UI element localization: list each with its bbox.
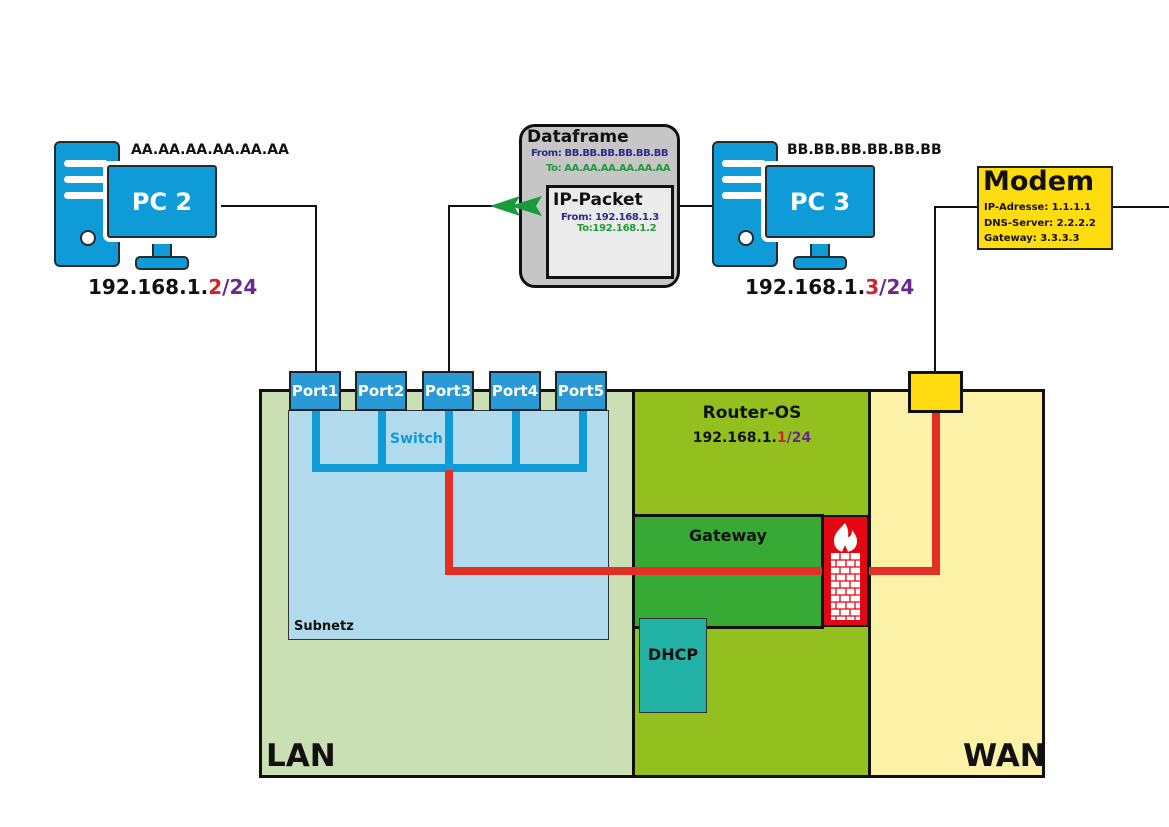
port-3[interactable]: Port3	[422, 371, 474, 411]
ip-packet-to: To:192.168.1.2	[577, 223, 657, 234]
pc2-screen: PC 2	[103, 161, 221, 242]
cable-pc2-v	[315, 205, 317, 372]
router-ip-host: 1	[776, 430, 787, 446]
dataframe-to: To: AA.AA.AA.AA.AA.AA	[546, 163, 671, 174]
switch-drop-1	[312, 411, 320, 471]
dhcp-box	[639, 618, 707, 713]
cable-modem-h	[934, 206, 978, 208]
pc2-slot	[64, 160, 108, 167]
packet-path-wan	[868, 567, 940, 575]
dataframe-from: From: BB.BB.BB.BB.BB.BB	[531, 148, 669, 159]
direction-arrow-icon	[490, 196, 542, 216]
port-5[interactable]: Port5	[555, 371, 607, 411]
port-1[interactable]: Port1	[289, 371, 341, 411]
cable-pc3-v	[448, 205, 450, 372]
switch-drop-3	[445, 411, 453, 471]
router-ip-prefix: 192.168.1.	[692, 430, 777, 446]
cable-modem-out	[1112, 206, 1169, 208]
modem[interactable]	[977, 166, 1113, 250]
router-ip: 192.168.1.1/24	[632, 430, 872, 446]
pc3-mac: BB.BB.BB.BB.BB.BB	[787, 142, 942, 158]
subnet-label: Subnetz	[294, 619, 354, 634]
modem-title: Modem	[983, 166, 1095, 197]
pc2-ip: 192.168.1.2/24	[88, 275, 257, 299]
ip-packet-title: IP-Packet	[553, 190, 643, 210]
pc3-slot	[722, 160, 766, 167]
packet-path-down	[445, 470, 453, 575]
pc2-slot	[64, 192, 108, 199]
pc3-slot	[722, 176, 766, 183]
pc3-screen: PC 3	[761, 161, 879, 242]
router-label: Router-OS	[702, 403, 802, 423]
port-2[interactable]: Port2	[355, 371, 407, 411]
router-ip-mask: /24	[786, 430, 812, 446]
pc3-ip-prefix: 192.168.1.	[745, 275, 866, 299]
gateway-label: Gateway	[689, 526, 767, 545]
wan-label: WAN	[963, 738, 1046, 774]
packet-path-up	[932, 412, 940, 575]
pc3-stand-foot	[793, 256, 847, 270]
modem-ip: IP-Adresse: 1.1.1.1	[984, 202, 1092, 213]
pc2-stand-foot	[135, 256, 189, 270]
pc3-slot	[722, 192, 766, 199]
pc2-ip-prefix: 192.168.1.	[88, 275, 209, 299]
wan-port[interactable]	[908, 371, 963, 413]
cable-modem-v	[934, 206, 936, 372]
pc2-ip-host: 2	[208, 275, 223, 299]
firewall-icon	[831, 523, 860, 620]
dataframe-title: Dataframe	[527, 127, 629, 147]
pc2-slot	[64, 176, 108, 183]
switch-label: Switch	[390, 431, 443, 447]
cable-pc2-h	[216, 205, 317, 207]
switch-drop-5	[579, 411, 587, 471]
pc2-power-led	[80, 230, 96, 246]
packet-path-lan	[445, 567, 825, 575]
modem-gateway: Gateway: 3.3.3.3	[984, 233, 1080, 244]
pc2-ip-mask: /24	[222, 275, 258, 299]
pc3-ip-host: 3	[865, 275, 880, 299]
pc3-power-led	[738, 230, 754, 246]
pc2-mac: AA.AA.AA.AA.AA.AA	[131, 142, 289, 158]
modem-dns: DNS-Server: 2.2.2.2	[984, 218, 1096, 229]
ip-packet-from: From: 192.168.1.3	[561, 212, 659, 223]
firewall	[822, 515, 869, 627]
lan-label: LAN	[266, 738, 336, 774]
port-4[interactable]: Port4	[489, 371, 541, 411]
switch-drop-2	[378, 411, 386, 471]
ip-packet	[546, 185, 674, 279]
pc3-ip-mask: /24	[879, 275, 915, 299]
dhcp-label: DHCP	[647, 645, 699, 664]
wan-zone	[868, 389, 1045, 778]
switch-drop-4	[512, 411, 520, 471]
pc3-ip: 192.168.1.3/24	[745, 275, 914, 299]
